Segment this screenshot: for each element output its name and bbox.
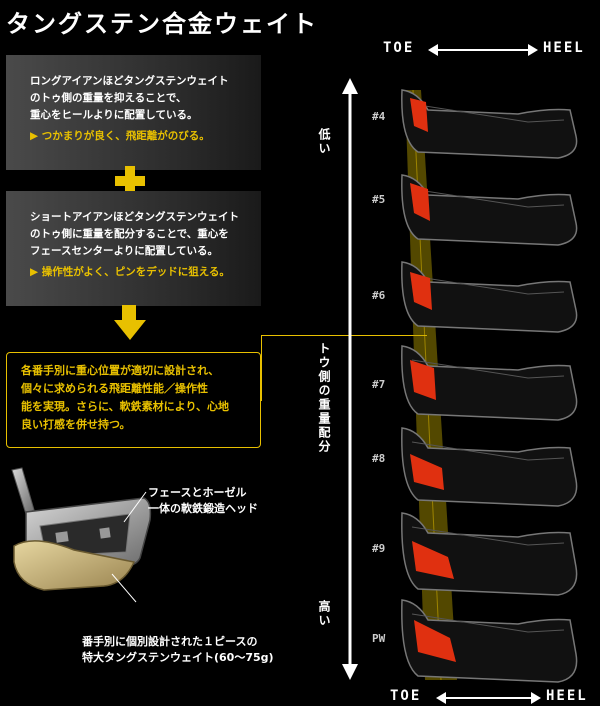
heel-label-top: HEEL (543, 40, 585, 56)
box1-line-2: のトゥ側の重量を抑えることで、 (30, 92, 187, 104)
club-label-9: #9 (372, 542, 386, 555)
toe-label-top: TOE (383, 40, 415, 56)
weight-caption-line-2: 特大タングステンウェイト(60～75g) (82, 651, 274, 664)
summary-line-1: 各番手別に重心位置が適切に設計され、 (21, 364, 220, 377)
head-caption-line-1: フェースとホーゼル (148, 486, 247, 499)
head-caption-line-2: 一体の軟鉄鍛造ヘッド (148, 502, 258, 515)
box1-highlight: ▶ つかまりが良く、飛距離がのびる。 (30, 130, 210, 142)
iron-head-9 (401, 512, 578, 596)
club-head-illustration (11, 467, 152, 603)
long-iron-explanation: ロングアイアンほどタングステンウェイト のトゥ側の重量を抑えることで、 重心をヒ… (6, 55, 261, 170)
toe-heel-arrow-bottom (436, 692, 541, 704)
box1-line-1: ロングアイアンほどタングステンウェイト (30, 75, 229, 87)
short-iron-explanation: ショートアイアンほどタングステンウェイト のトゥ側に重量を配分することで、重心を… (6, 191, 261, 306)
box2-highlight: ▶ 操作性がよく、ピンをデッドに狙える。 (30, 266, 230, 278)
box2-line-3: フェースセンターよりに配置している。 (30, 245, 218, 257)
distribution-label: トウ側の重量配分 (316, 338, 333, 458)
connector-line (261, 335, 427, 401)
club-label-pw: PW (372, 632, 386, 645)
iron-head-6 (401, 261, 578, 333)
club-label-8: #8 (372, 452, 386, 465)
plus-icon (115, 166, 145, 196)
toe-label-bottom: TOE (390, 688, 422, 704)
head-caption: フェースとホーゼル 一体の軟鉄鍛造ヘッド (148, 485, 258, 517)
toe-heel-arrow-top (428, 44, 538, 56)
iron-head-4 (401, 89, 578, 159)
club-label-7: #7 (372, 378, 386, 391)
high-label: 高い (316, 600, 333, 628)
box1-line-3: 重心をヒールよりに配置している。 (30, 109, 198, 121)
heel-label-bottom: HEEL (546, 688, 588, 704)
low-label: 低い (316, 128, 333, 156)
weight-caption-line-1: 番手別に個別設計された１ピースの (82, 635, 258, 648)
page-title: タングステン合金ウェイト (6, 9, 318, 38)
iron-head-5 (401, 174, 578, 246)
iron-head-8 (401, 427, 578, 507)
summary-box: 各番手別に重心位置が適切に設計され、 個々に求められる飛距離性能／操作性 能を実… (6, 352, 261, 448)
club-label-5: #5 (372, 193, 386, 206)
summary-line-4: 良い打感を併せ持つ。 (21, 418, 131, 431)
weight-caption: 番手別に個別設計された１ピースの 特大タングステンウェイト(60～75g) (82, 634, 274, 666)
weight-distribution-arrow (342, 78, 358, 680)
box2-line-2: のトゥ側に重量を配分することで、重心を (30, 228, 229, 240)
iron-head-7 (401, 345, 578, 421)
summary-line-3: 能を実現。さらに、軟鉄素材により、心地 (21, 400, 230, 413)
club-label-4: #4 (372, 110, 386, 123)
summary-line-2: 個々に求められる飛距離性能／操作性 (21, 382, 208, 395)
iron-head-pw (401, 599, 578, 683)
box2-line-1: ショートアイアンほどタングステンウェイト (30, 211, 240, 223)
club-label-6: #6 (372, 289, 386, 302)
